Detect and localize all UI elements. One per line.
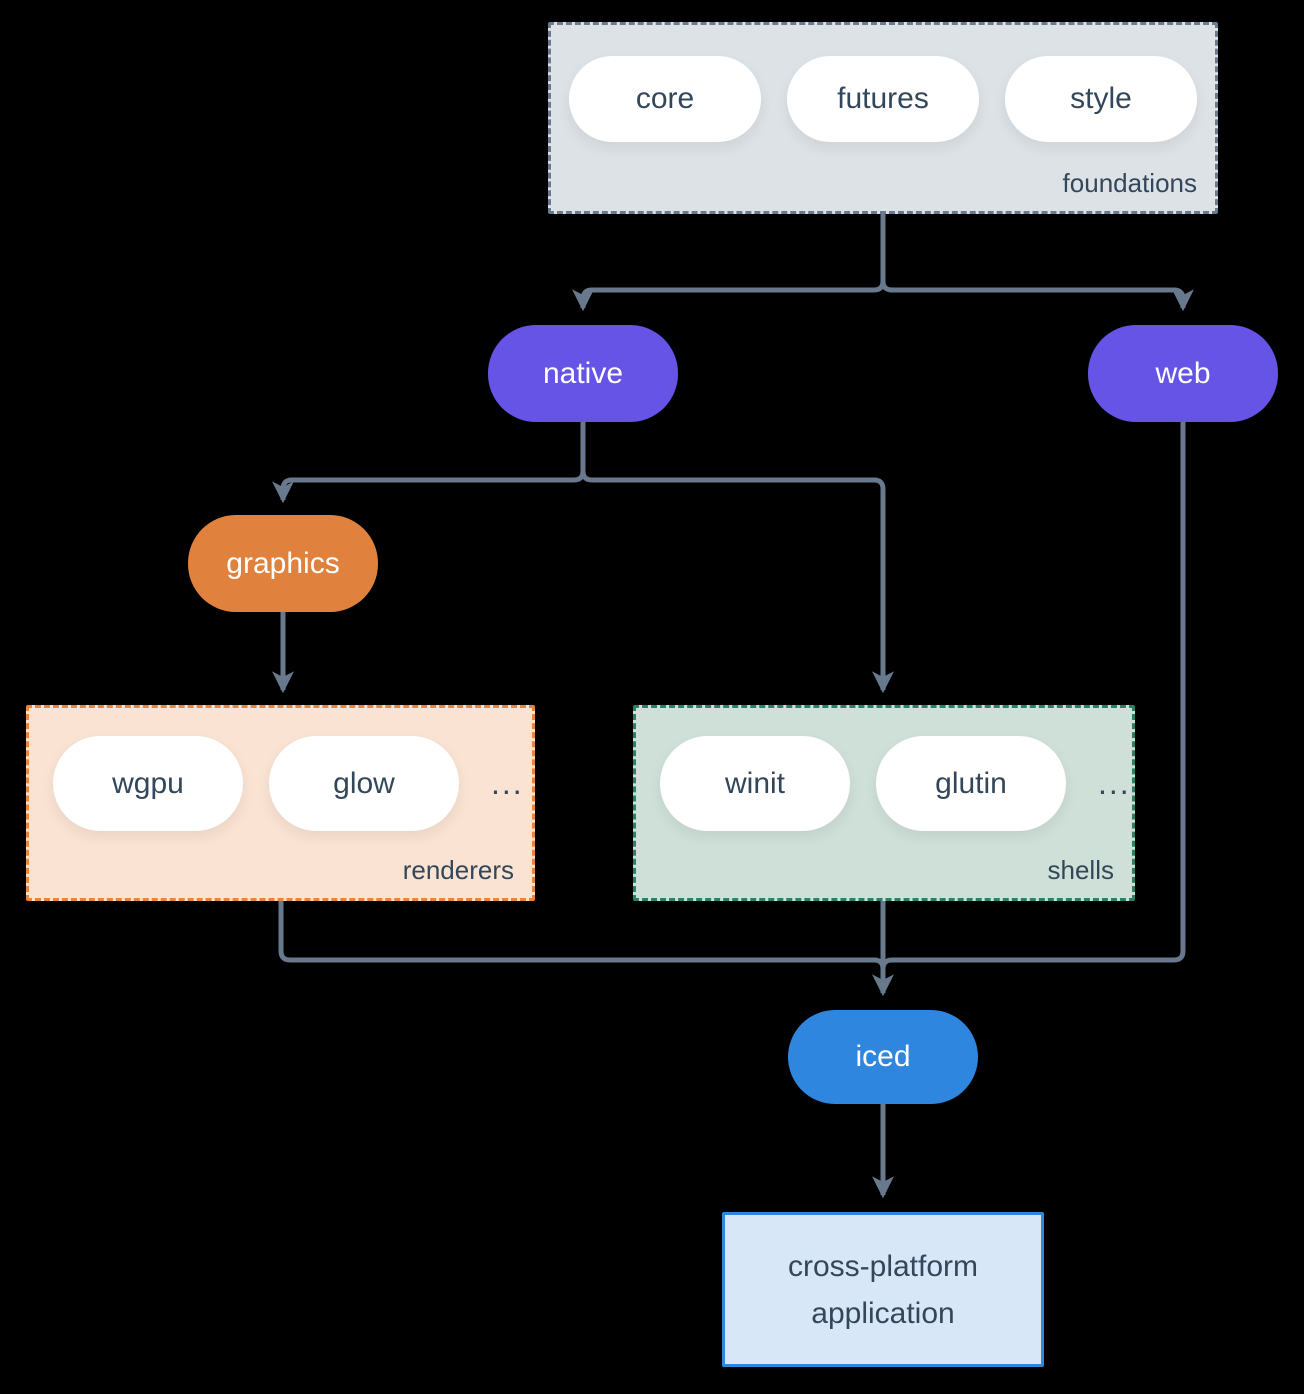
foundations-pill-row: core futures style xyxy=(551,56,1215,142)
node-winit: winit xyxy=(660,736,850,831)
renderers-label: renderers xyxy=(402,855,514,885)
group-renderers: wgpu glow ... renderers xyxy=(26,705,535,901)
node-graphics: graphics xyxy=(188,515,378,612)
node-wgpu: wgpu xyxy=(53,736,243,831)
node-style: style xyxy=(1005,56,1197,142)
shells-pill-row: winit glutin ... xyxy=(660,736,1132,831)
group-foundations: core futures style foundations xyxy=(548,22,1218,214)
shells-ellipsis: ... xyxy=(1098,765,1131,801)
foundations-label: foundations xyxy=(1062,168,1197,198)
node-cross-platform-application: cross-platform application xyxy=(722,1212,1044,1367)
renderers-ellipsis: ... xyxy=(491,765,524,801)
node-glow: glow xyxy=(269,736,459,831)
node-native: native xyxy=(488,325,678,422)
shells-label: shells xyxy=(1047,855,1114,885)
node-web: web xyxy=(1088,325,1278,422)
renderers-pill-row: wgpu glow ... xyxy=(53,736,532,831)
node-iced: iced xyxy=(788,1010,978,1104)
node-glutin: glutin xyxy=(876,736,1066,831)
group-shells: winit glutin ... shells xyxy=(633,705,1135,901)
node-core: core xyxy=(569,56,761,142)
node-futures: futures xyxy=(787,56,979,142)
